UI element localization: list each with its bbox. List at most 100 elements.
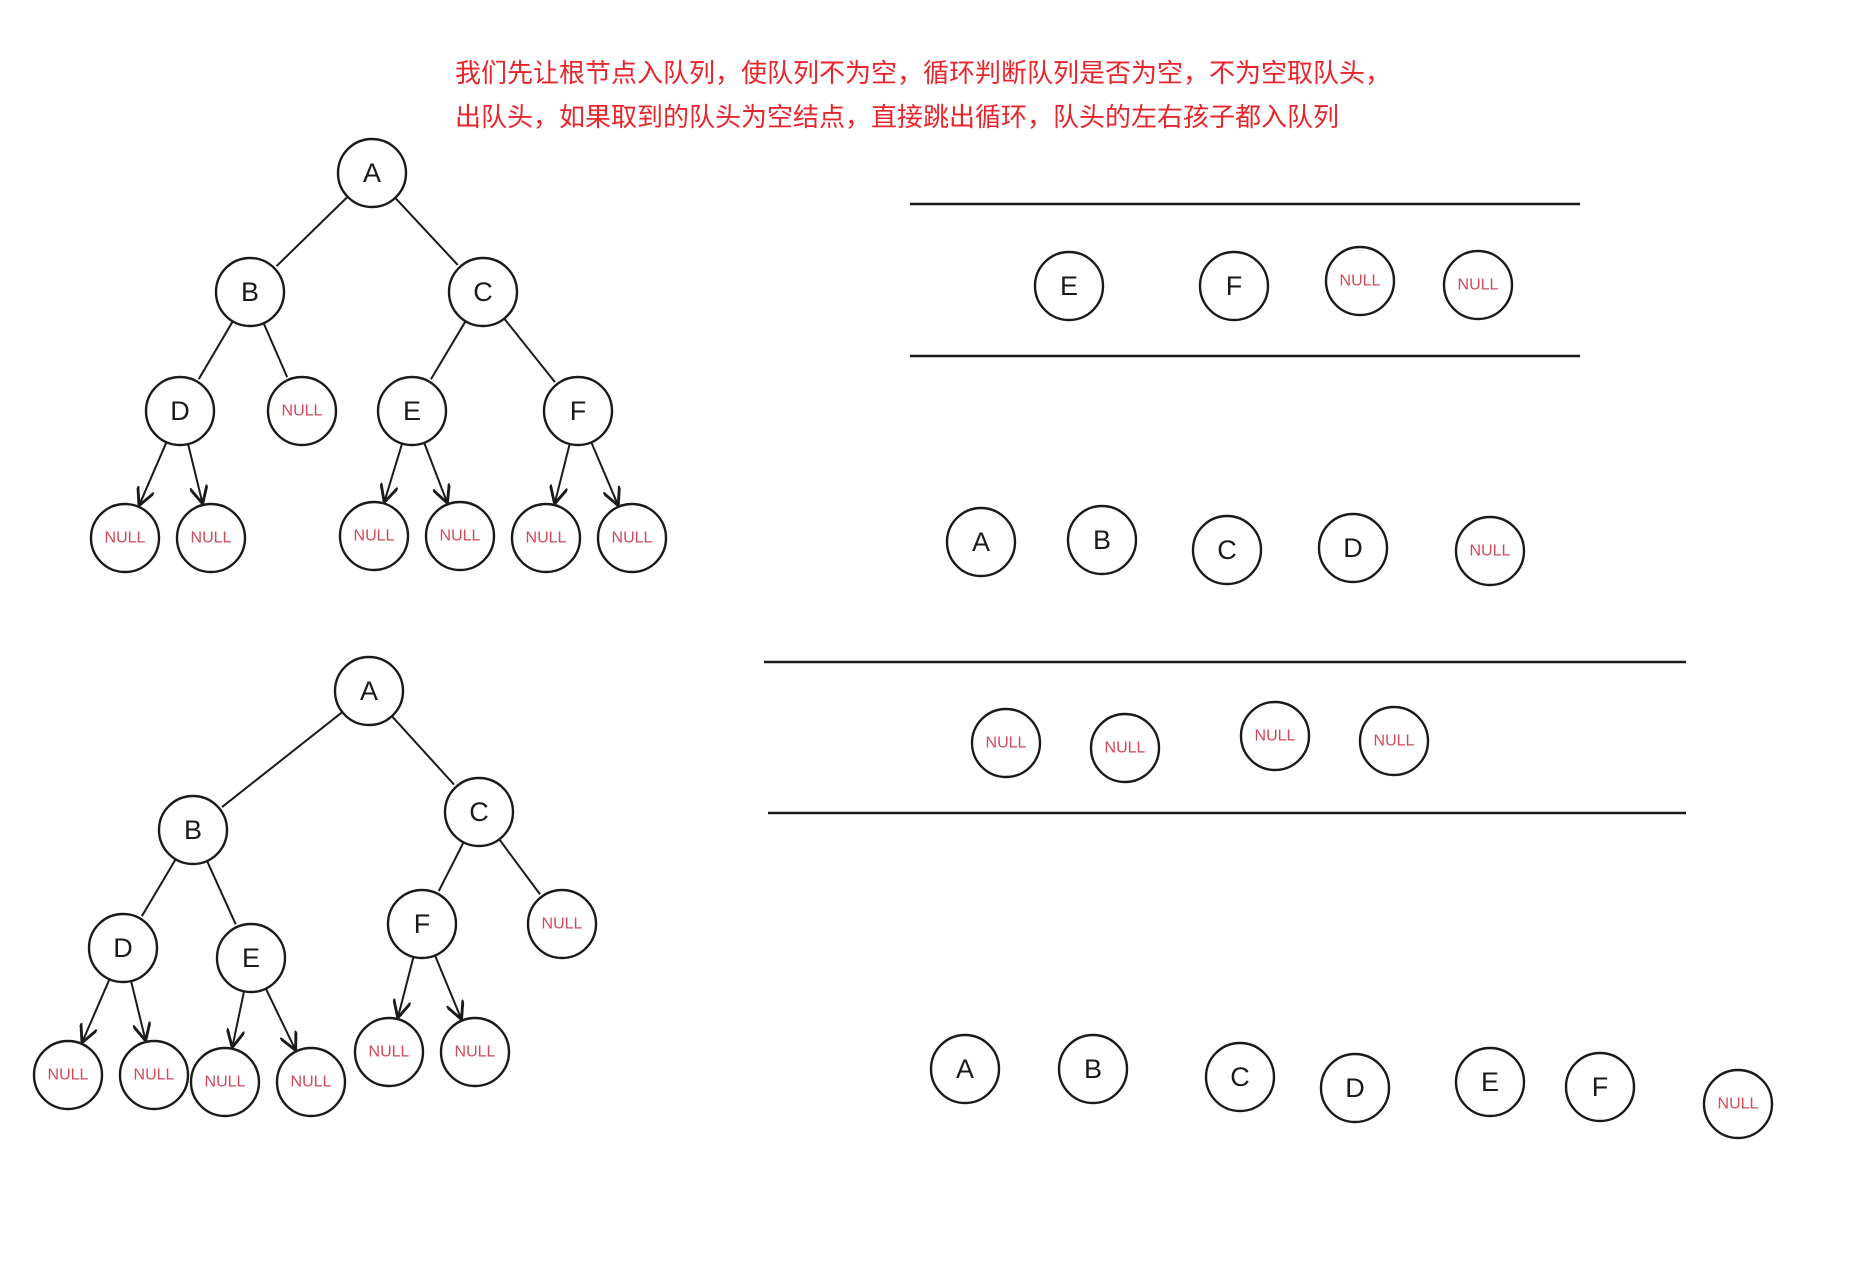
tree2-node-fr: NULL	[439, 1016, 511, 1088]
dequeued1-item-2-label: C	[1217, 535, 1237, 565]
tree2-node-c-label: C	[469, 797, 489, 827]
tree1-node-a: A	[336, 137, 408, 209]
tree2-edge-f-fr	[434, 955, 461, 1017]
tree2-node-dr: NULL	[118, 1039, 190, 1111]
queue1-item-0: E	[1033, 250, 1105, 322]
tree1-edge-c-f	[503, 317, 556, 383]
tree2-edge-a-b	[221, 711, 343, 808]
tree1-node-er-label: NULL	[440, 528, 481, 545]
dequeued2-item-6-label: NULL	[1718, 1096, 1759, 1113]
tree1-edge-b-d	[197, 320, 234, 380]
tree1-node-fr-label: NULL	[612, 530, 653, 547]
tree2-edge-c-cr	[498, 838, 541, 895]
tree2-edge-d-dl	[83, 978, 111, 1041]
tree2-edge-a-c	[391, 715, 455, 786]
queue1-item-2: NULL	[1324, 245, 1396, 317]
tree1-node-el: NULL	[338, 500, 410, 572]
queue2-item-0: NULL	[970, 707, 1042, 779]
tree2-node-e-label: E	[242, 943, 260, 973]
tree1-node-a-label: A	[363, 158, 381, 188]
queue2-item-1-label: NULL	[1105, 740, 1146, 757]
tree2-edges	[83, 711, 541, 1049]
tree2-node-dl-label: NULL	[48, 1067, 89, 1084]
tree2-node-f: F	[386, 888, 458, 960]
tree1-node-f: F	[542, 375, 614, 447]
queue1-item-3: NULL	[1442, 249, 1514, 321]
dequeued1-item-4: NULL	[1454, 515, 1526, 587]
tree1-node-br-label: NULL	[282, 403, 323, 420]
tree1-edge-a-b	[275, 196, 349, 267]
tree1-node-fr: NULL	[596, 502, 668, 574]
dequeued2-item-3: D	[1319, 1052, 1391, 1124]
tree1-edge-a-c	[394, 197, 459, 266]
tree1-node-el-label: NULL	[354, 528, 395, 545]
dequeued1-item-2: C	[1191, 514, 1263, 586]
queue2-item-2-label: NULL	[1255, 728, 1296, 745]
tree2-node-el: NULL	[189, 1046, 261, 1118]
tree1-edge-e-er	[423, 442, 447, 502]
dequeued2-item-4: E	[1454, 1046, 1526, 1118]
tree2-node-el-label: NULL	[205, 1074, 246, 1091]
dequeued1-item-3: D	[1317, 512, 1389, 584]
tree2-node-fl: NULL	[353, 1016, 425, 1088]
tree1-edge-d-dr	[187, 443, 202, 502]
tree2-node-b: B	[157, 794, 229, 866]
dequeued2-item-2-label: C	[1230, 1062, 1250, 1092]
dequeued2-item-2: C	[1204, 1041, 1276, 1113]
tree2-node-er: NULL	[275, 1046, 347, 1118]
queue1-item-2-label: NULL	[1340, 273, 1381, 290]
dequeued2-item-5: F	[1564, 1051, 1636, 1123]
queue1-item-3-label: NULL	[1458, 277, 1499, 294]
dequeued1-item-1: B	[1066, 504, 1138, 576]
queue1-item-1: F	[1198, 250, 1270, 322]
tree1-node-dl-label: NULL	[105, 530, 146, 547]
tree2-edge-b-e	[206, 860, 237, 925]
tree1-edge-e-el	[385, 443, 404, 501]
tree2-node-b-label: B	[184, 815, 202, 845]
tree2-node-c: C	[443, 776, 515, 848]
tree2-node-fl-label: NULL	[369, 1044, 410, 1061]
tree1-edges	[140, 196, 618, 504]
tree2-node-a: A	[333, 655, 405, 727]
tree1-node-d-label: D	[170, 396, 190, 426]
tree1-edge-c-e	[430, 320, 467, 380]
tree1-node-dr-label: NULL	[191, 530, 232, 547]
tree2-edge-d-dr	[130, 980, 145, 1039]
tree1-node-dr: NULL	[175, 502, 247, 574]
queue2-item-3: NULL	[1358, 705, 1430, 777]
tree1-node-er: NULL	[424, 500, 496, 572]
dequeued2-item-0: A	[929, 1033, 1001, 1105]
queue1-item-0-label: E	[1060, 271, 1078, 301]
tree1-edge-f-fl	[555, 443, 571, 502]
tree2-node-d: D	[87, 912, 159, 984]
tree2-node-e: E	[215, 922, 287, 994]
queue1-item-1-label: F	[1226, 271, 1243, 301]
dequeued1-item-4-label: NULL	[1470, 543, 1511, 560]
tree2-edge-f-fl	[398, 956, 415, 1016]
tree1-node-f-label: F	[570, 396, 587, 426]
tree1-node-d: D	[144, 375, 216, 447]
tree2-node-d-label: D	[113, 933, 133, 963]
dequeued2-item-3-label: D	[1345, 1073, 1365, 1103]
tree2-node-dr-label: NULL	[134, 1067, 175, 1084]
tree1-node-br: NULL	[266, 375, 338, 447]
dequeued2-item-1-label: B	[1084, 1054, 1102, 1084]
tree2-node-cr: NULL	[526, 888, 598, 960]
tree2-node-a-label: A	[360, 676, 378, 706]
tree2-nodes: A B C D E F NULL NULL NULL NULL NULL NULL NULL	[32, 655, 598, 1118]
queue2-item-3-label: NULL	[1374, 733, 1415, 750]
tree2-node-er-label: NULL	[291, 1074, 332, 1091]
tree2-node-fr-label: NULL	[455, 1044, 496, 1061]
tree1-node-b-label: B	[241, 277, 259, 307]
dequeued1-item-3-label: D	[1343, 533, 1363, 563]
tree2-edge-c-f	[437, 841, 465, 892]
dequeued2-item-6: NULL	[1702, 1068, 1774, 1140]
dequeued2-item-1: B	[1057, 1033, 1129, 1105]
tree2-edge-b-d	[141, 858, 177, 917]
dequeued1-item-0: A	[945, 506, 1017, 578]
tree1-edge-d-dl	[140, 441, 168, 504]
queue1-nodes: E F NULL NULL	[1033, 245, 1514, 322]
